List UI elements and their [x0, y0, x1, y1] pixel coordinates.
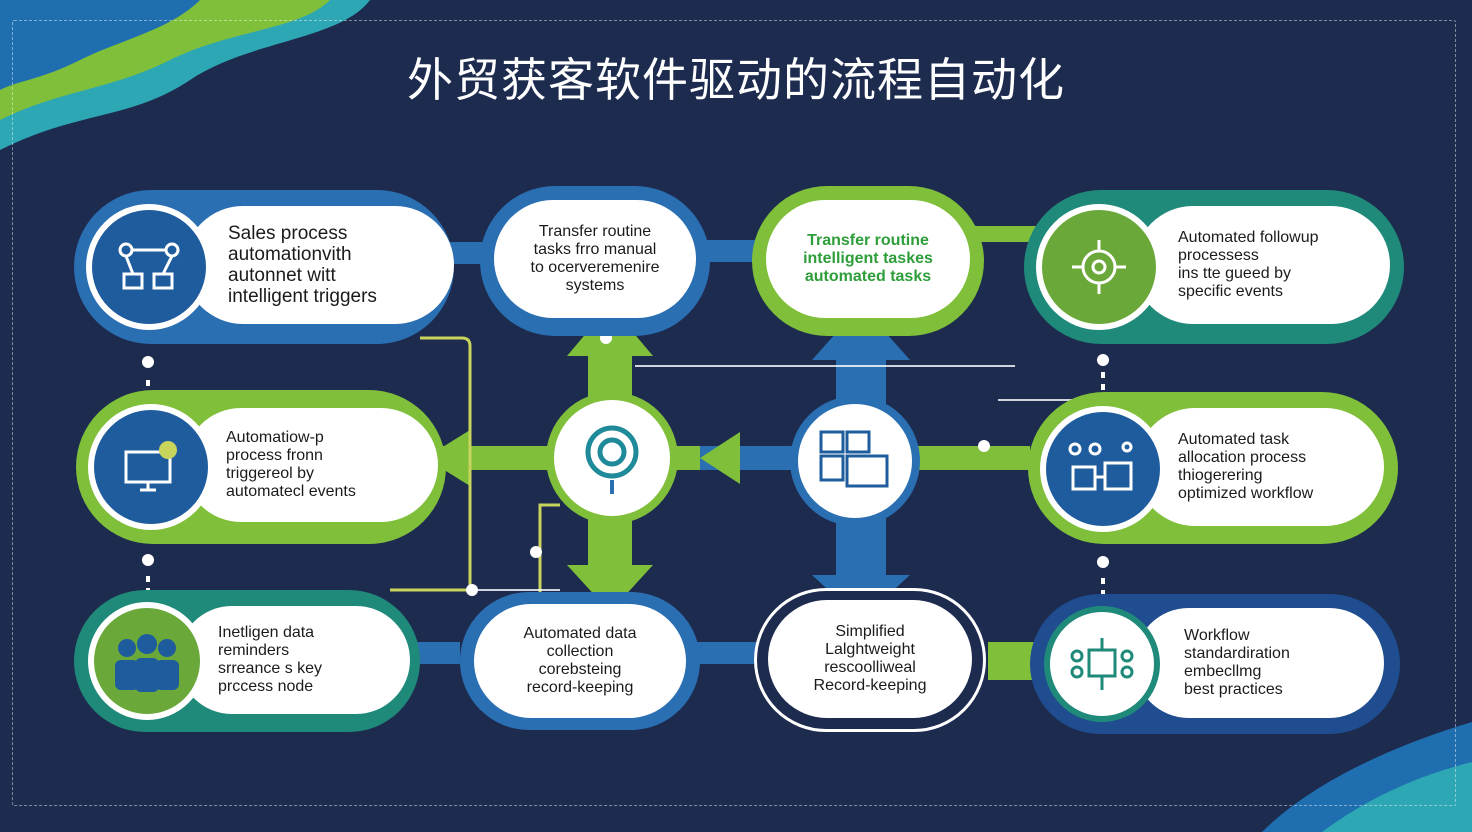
node-automated-followup: Automated followup processess ins tte gu…	[1024, 190, 1404, 344]
team-icon	[88, 602, 206, 720]
node-text: Automated data collection corebsteing re…	[523, 625, 637, 696]
node-transfer-intelligent: Transfer routine intelligent taskes auto…	[752, 186, 984, 336]
nodes-icon	[1044, 606, 1160, 722]
node-text: Simplified Lalghtweight rescoolliweal Re…	[813, 623, 927, 694]
node-workflow-standardization: Workflow standardiration embecllmg best …	[1030, 594, 1400, 734]
node-text: Transfer routine intelligent taskes auto…	[803, 232, 933, 285]
node-task-allocation: Automated task allocation process thioge…	[1028, 392, 1398, 544]
connector-dot	[978, 440, 990, 452]
node-text: Transfer routine tasks frro manual to oc…	[530, 223, 660, 294]
corner-wave-bottom-right	[1262, 722, 1472, 832]
corner-wave-top-left	[0, 0, 370, 150]
connector-dot	[466, 584, 478, 596]
node-simplified-recording: Simplified Lalghtweight rescoolliweal Re…	[754, 588, 986, 732]
dashed-frame	[12, 20, 1456, 806]
node-transfer-manual: Transfer routine tasks frro manual to oc…	[480, 186, 710, 336]
page-title: 外贸获客软件驱动的流程自动化	[407, 53, 1065, 107]
node-text: Automated task allocation process thioge…	[1178, 431, 1314, 502]
cycle-icon	[585, 425, 639, 494]
network-icon	[86, 204, 212, 330]
node-text: Automated followup processess ins tte gu…	[1178, 229, 1319, 300]
hub-center-right	[790, 396, 920, 526]
node-text: Automatiow-p process fronn triggereol by…	[226, 429, 356, 500]
node-text: Inetligen data reminders srreance s key …	[218, 624, 323, 695]
node-intelligent-reminders: Inetligen data reminders srreance s key …	[74, 590, 420, 732]
workflow-icon	[1040, 406, 1166, 532]
connector-dot	[530, 546, 542, 558]
node-text: Workflow standardiration embecllmg best …	[1184, 627, 1290, 698]
node-sales-process: Sales process automationvith autonnet wi…	[74, 190, 454, 344]
node-data-collection: Automated data collection corebsteing re…	[460, 592, 700, 730]
automation-gear-icon	[1036, 204, 1162, 330]
connector-dot	[1097, 354, 1109, 366]
hub-center-left	[546, 392, 678, 524]
monitor-icon	[88, 404, 214, 530]
connector-dot	[1097, 556, 1109, 568]
dashboard-icon	[819, 430, 889, 488]
connector-dot	[142, 554, 154, 566]
node-text: Sales process automationvith autonnet wi…	[228, 223, 377, 307]
connector-dot	[142, 356, 154, 368]
node-automation-triggered: Automatiow-p process fronn triggereol by…	[76, 390, 446, 544]
